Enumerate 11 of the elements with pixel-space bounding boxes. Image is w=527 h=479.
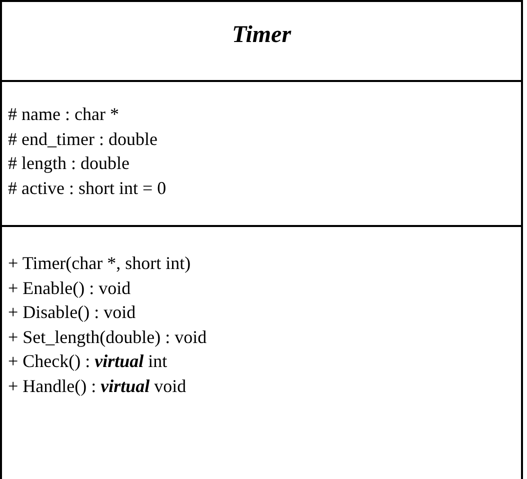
- method-text: + Check() : virtual int: [8, 351, 168, 372]
- method-text: + Disable() : void: [8, 302, 136, 324]
- attribute-text: # name : char *: [8, 104, 119, 125]
- method-text: + Timer(char *, short int): [8, 253, 191, 274]
- method-text: + Enable() : void: [8, 278, 131, 299]
- attribute-text: # active : short int = 0: [8, 178, 166, 199]
- method-text: + Set_length(double) : void: [8, 326, 207, 348]
- method-text: + Handle() : virtual void: [8, 376, 186, 397]
- attribute-text: # end_timer : double: [8, 128, 158, 150]
- class-name: Timer: [230, 22, 292, 49]
- attribute-text: # length : double: [8, 153, 130, 174]
